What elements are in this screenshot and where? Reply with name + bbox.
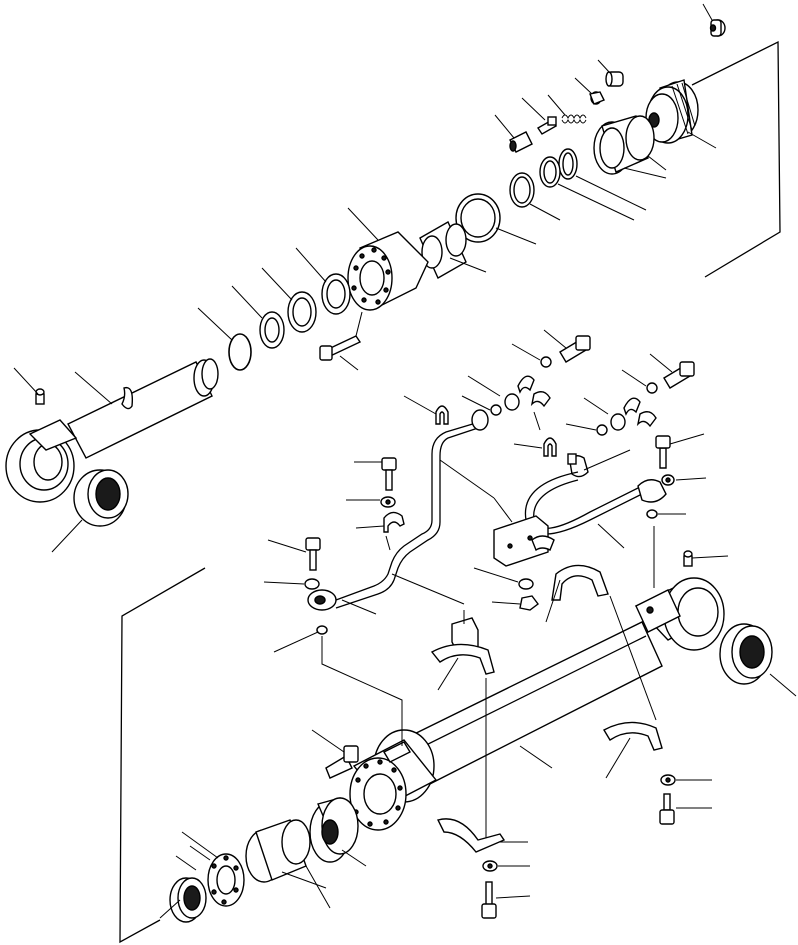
spring — [547, 94, 587, 124]
u-clip-b — [403, 395, 449, 425]
top-nut — [702, 3, 726, 37]
saddle-clamp-d — [436, 818, 528, 853]
head-bolt — [319, 311, 363, 371]
clamp-pair-a — [461, 375, 551, 416]
clamp-pair-b — [565, 397, 657, 436]
rod-grease-nipple — [13, 367, 45, 405]
bottom-piston — [309, 797, 367, 867]
clamp-c-washer — [660, 774, 712, 786]
seal-ring-b — [539, 156, 635, 221]
rod-end-bushing — [51, 469, 129, 553]
mount-bolt — [267, 537, 321, 571]
clamp-c-bolt — [659, 793, 712, 825]
seal-ring-c — [509, 172, 561, 221]
bushing-small-a — [597, 59, 624, 87]
cylinder-head — [347, 207, 429, 311]
piston — [645, 79, 717, 149]
tube-flange — [349, 739, 438, 831]
rod-seal-a — [295, 247, 351, 315]
pipe-connection-lines — [321, 411, 657, 838]
wear-ring-large — [593, 115, 667, 179]
rod-seal-b — [261, 267, 317, 333]
clamp-d-washer — [482, 860, 530, 872]
bottom-bushing — [719, 623, 797, 697]
flange-bolt — [311, 729, 359, 779]
bracket-nut — [491, 595, 539, 611]
bushing-small-b — [574, 77, 605, 105]
bottom-eye — [634, 577, 725, 651]
seal-ring-a — [558, 148, 647, 211]
backup-ring — [455, 193, 537, 245]
bushing — [419, 221, 487, 279]
rigid-pipe-left — [307, 409, 489, 615]
grease-fitting — [521, 97, 557, 135]
clamp-d-bolt — [481, 881, 531, 919]
pipe-clamp-bolt — [354, 457, 397, 491]
saddle-clamp-c — [603, 721, 663, 779]
clamp-bolt-b — [621, 353, 695, 394]
group-bracket-top — [691, 40, 781, 278]
rod-seal-c — [231, 285, 285, 349]
clamp-bolt-a — [511, 329, 591, 368]
piston-rod — [67, 358, 219, 459]
group-bracket-bottom — [119, 567, 206, 944]
bottom-lock-plate — [181, 831, 245, 907]
pipe-bracket — [439, 459, 555, 567]
stop-pin — [494, 114, 533, 153]
pipe-clamp-washer — [346, 496, 396, 508]
snap-ring — [197, 307, 252, 371]
elbow-oring — [646, 509, 686, 519]
eye-grease-nipple — [683, 550, 729, 567]
saddle-clamp-a — [545, 564, 609, 623]
mount-oring — [273, 625, 328, 653]
rod-eye — [5, 419, 78, 503]
elbow-washer — [661, 474, 707, 486]
elbow-bolt — [655, 433, 705, 469]
tube-leader — [519, 745, 553, 769]
u-clip-a — [513, 437, 557, 457]
bracket-washer — [473, 567, 534, 590]
mount-washer — [263, 578, 320, 590]
hose-fitting — [567, 449, 631, 478]
saddle-clamp-b — [430, 643, 495, 691]
pipe-clamp-clip — [355, 511, 405, 551]
bottom-group-bracket — [175, 845, 211, 871]
bottom-seal — [159, 877, 207, 923]
bottom-wear-ring — [245, 819, 331, 909]
